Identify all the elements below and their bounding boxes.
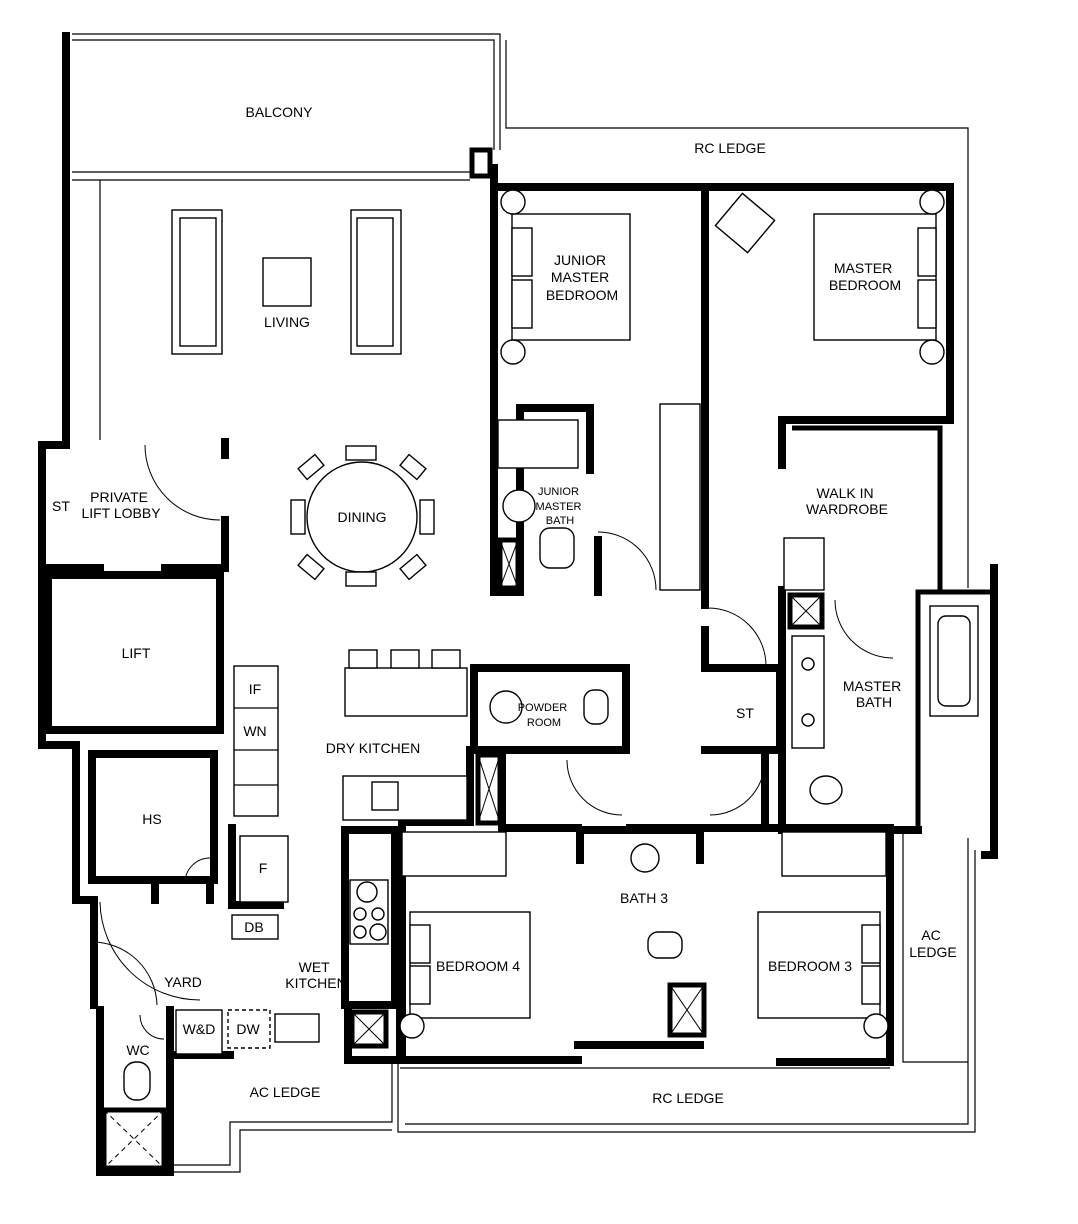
- label-dining: DINING: [338, 509, 387, 525]
- dining-chairs: [290, 445, 435, 587]
- label-lift: LIFT: [122, 645, 151, 661]
- furniture: [123, 189, 979, 1101]
- label-rc-ledge-bottom: RC LEDGE: [652, 1090, 724, 1106]
- label-rc-ledge-top: RC LEDGE: [694, 140, 766, 156]
- label-ac-ledge-bottom: AC LEDGE: [250, 1084, 321, 1100]
- label-f: F: [259, 860, 268, 876]
- label-wd: W&D: [183, 1021, 216, 1037]
- label-wet-kitchen: WET KITCHEN: [285, 959, 346, 991]
- label-balcony: BALCONY: [246, 104, 314, 120]
- label-dw: DW: [236, 1021, 260, 1037]
- label-junior-master-bedroom: JUNIOR MASTER BEDROOM: [546, 252, 618, 303]
- shafts: [101, 147, 825, 1171]
- label-hs: HS: [142, 811, 161, 827]
- label-db: DB: [244, 919, 263, 935]
- label-private-lift-lobby: PRIVATE LIFT LOBBY: [81, 489, 161, 521]
- label-ac-ledge-right: AC LEDGE: [909, 927, 956, 960]
- walls: [38, 32, 998, 1176]
- room-labels: BALCONY RC LEDGE JUNIOR MASTER BEDROOM M…: [52, 104, 957, 1106]
- label-wn: WN: [243, 723, 266, 739]
- label-yard: YARD: [164, 974, 202, 990]
- label-if: IF: [249, 681, 261, 697]
- ledge-outlines: [72, 33, 976, 1173]
- label-wc: WC: [126, 1042, 149, 1058]
- label-dry-kitchen: DRY KITCHEN: [326, 740, 420, 756]
- label-master-bath: MASTER BATH: [843, 678, 905, 710]
- label-st-corridor: ST: [736, 705, 754, 721]
- label-master-bedroom: MASTER BEDROOM: [829, 260, 901, 293]
- label-walk-in-wardrobe: WALK IN WARDROBE: [806, 485, 888, 517]
- label-bedroom-3: BEDROOM 3: [768, 958, 852, 974]
- label-living: LIVING: [264, 314, 310, 330]
- label-junior-master-bath: JUNIOR MASTER BATH: [536, 486, 585, 527]
- label-bath-3: BATH 3: [620, 890, 668, 906]
- label-powder-room: POWDER ROOM: [518, 702, 571, 729]
- label-st-lobby: ST: [52, 498, 70, 514]
- doors[interactable]: [91, 444, 894, 1040]
- label-bedroom-4: BEDROOM 4: [436, 958, 520, 974]
